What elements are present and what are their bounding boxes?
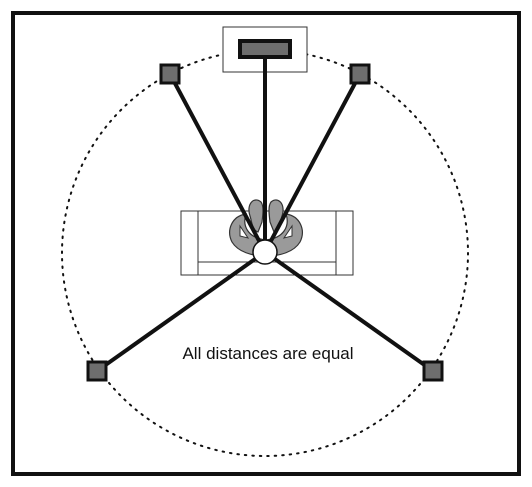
equal-distance-circle [61, 49, 469, 457]
distance-lines [95, 49, 435, 373]
center-speaker [238, 39, 292, 59]
line-front-right [263, 73, 362, 253]
line-surround-left [95, 250, 267, 373]
surround-right-speaker [422, 360, 444, 382]
caption-text: All distances are equal [182, 344, 353, 363]
front-left-speaker [159, 63, 181, 85]
line-front-left [168, 73, 267, 253]
front-right-speaker [349, 63, 371, 85]
line-surround-right [263, 250, 435, 373]
surround-left-speaker [86, 360, 108, 382]
listener-head [252, 239, 278, 265]
listener-figure [229, 199, 303, 257]
